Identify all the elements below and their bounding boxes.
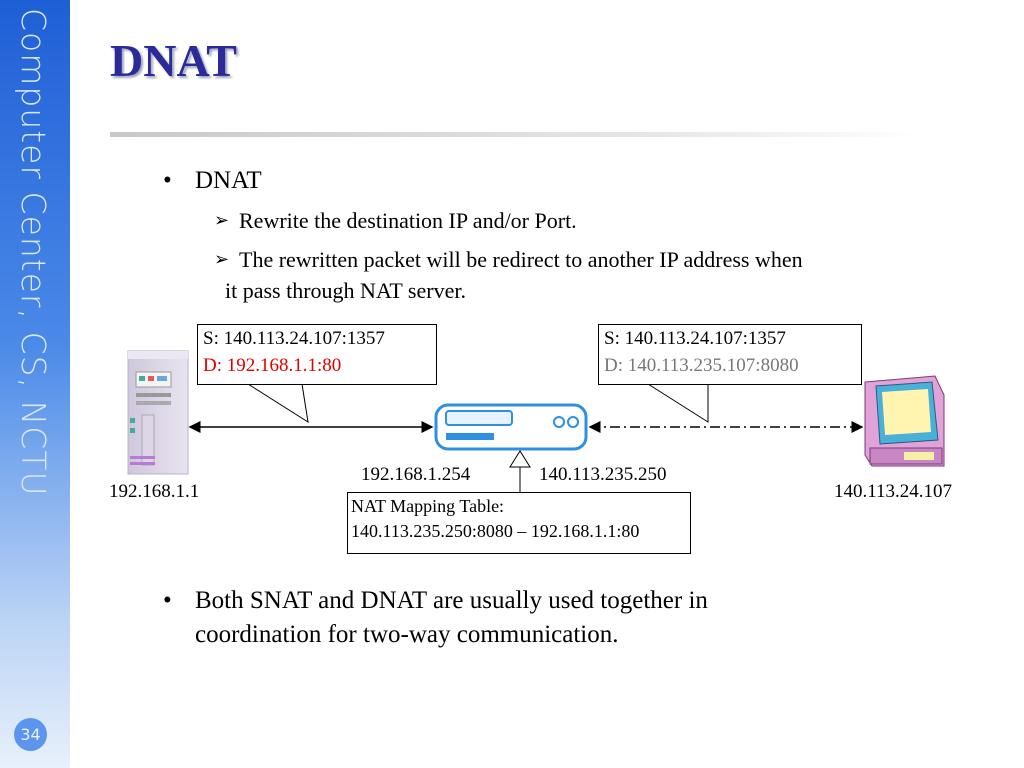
arrow-bullet-icon: ➢ [214,210,230,231]
left-packet-callout: S: 140.113.24.107:1357 D: 192.168.1.1:80 [197,324,437,385]
nat-mapping-table: NAT Mapping Table: 140.113.235.250:8080 … [347,492,691,554]
sidebar-title: Computer Center, CS, NCTU [14,8,53,497]
sub-bullet-redirect: ➢ The rewritten packet will be redirect … [214,244,934,306]
client-ip-label: 140.113.24.107 [834,481,953,502]
nat-table-entry: 140.113.235.250:8080 – 192.168.1.1:80 [351,521,640,541]
page-title: DNAT [110,35,237,86]
left-callout-pointer [247,383,309,424]
nat-table-title: NAT Mapping Table: [351,496,505,516]
left-callout-source: S: 140.113.24.107:1357 [203,328,385,349]
bullet-icon: • [163,587,172,614]
bullet-both: • Both SNAT and DNAT are usually used to… [163,584,923,652]
client-computer-icon [864,375,945,467]
right-callout-destination: D: 140.113.235.107:8080 [604,355,799,376]
right-callout-source: S: 140.113.24.107:1357 [604,328,786,349]
bullet-dnat: • DNAT [163,164,923,198]
page-number: 34 [14,718,47,751]
left-callout-destination: D: 192.168.1.1:80 [203,355,342,376]
nat-inner-ip-label: 192.168.1.254 [361,464,471,485]
server-icon [127,350,189,475]
server-ip-label: 192.168.1.1 [109,481,200,502]
right-packet-callout: S: 140.113.24.107:1357 D: 140.113.235.10… [598,324,862,385]
sub-bullet-text-line2: it pass through NAT server. [225,278,466,303]
sidebar: Computer Center, CS, NCTU 34 [0,0,70,768]
bullet-icon: • [163,167,172,194]
bullet-text: DNAT [195,167,262,194]
bullet-text-line1: Both SNAT and DNAT are usually used toge… [195,587,708,614]
title-divider [110,132,920,137]
sub-bullet-text: Rewrite the destination IP and/or Port. [239,208,577,233]
nat-outer-ip-label: 140.113.235.250 [539,464,667,485]
sub-bullet-rewrite: ➢ Rewrite the destination IP and/or Port… [214,205,934,236]
sub-bullet-text-line1: The rewritten packet will be redirect to… [239,247,803,272]
bullet-text-line2: coordination for two-way communication. [195,621,619,648]
nat-table-pointer [509,450,531,468]
router-icon [434,403,588,451]
right-callout-pointer [647,383,709,423]
arrow-bullet-icon: ➢ [214,249,230,270]
